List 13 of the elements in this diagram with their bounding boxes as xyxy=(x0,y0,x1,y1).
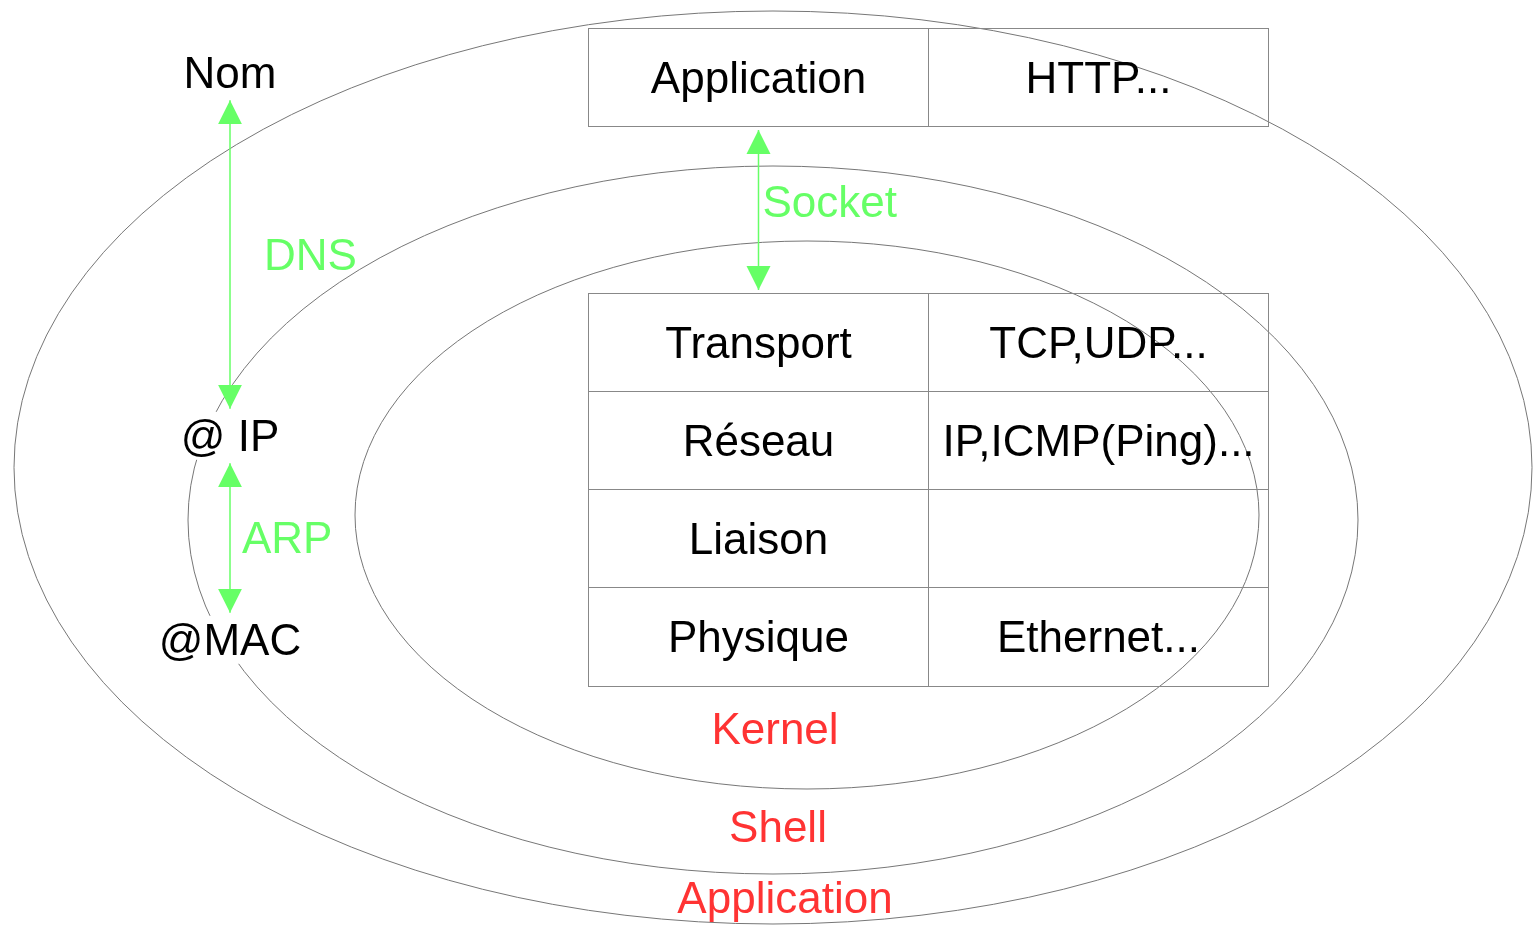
layer-name: Shell xyxy=(729,802,827,852)
layer-cell: Physique xyxy=(588,587,929,687)
double-arrow xyxy=(218,462,242,614)
edge-label: DNS xyxy=(263,230,358,279)
double-arrow xyxy=(746,129,771,291)
layer-name: Application xyxy=(677,873,893,923)
double-arrow xyxy=(218,99,242,410)
edge-label: Socket xyxy=(761,177,898,227)
layer-ellipse xyxy=(354,240,1260,790)
layer-cell: Application xyxy=(588,28,929,127)
edge-label: ARP xyxy=(241,513,334,563)
layer-cell: Transport xyxy=(588,293,929,392)
layer-name: Kernel xyxy=(711,704,839,754)
